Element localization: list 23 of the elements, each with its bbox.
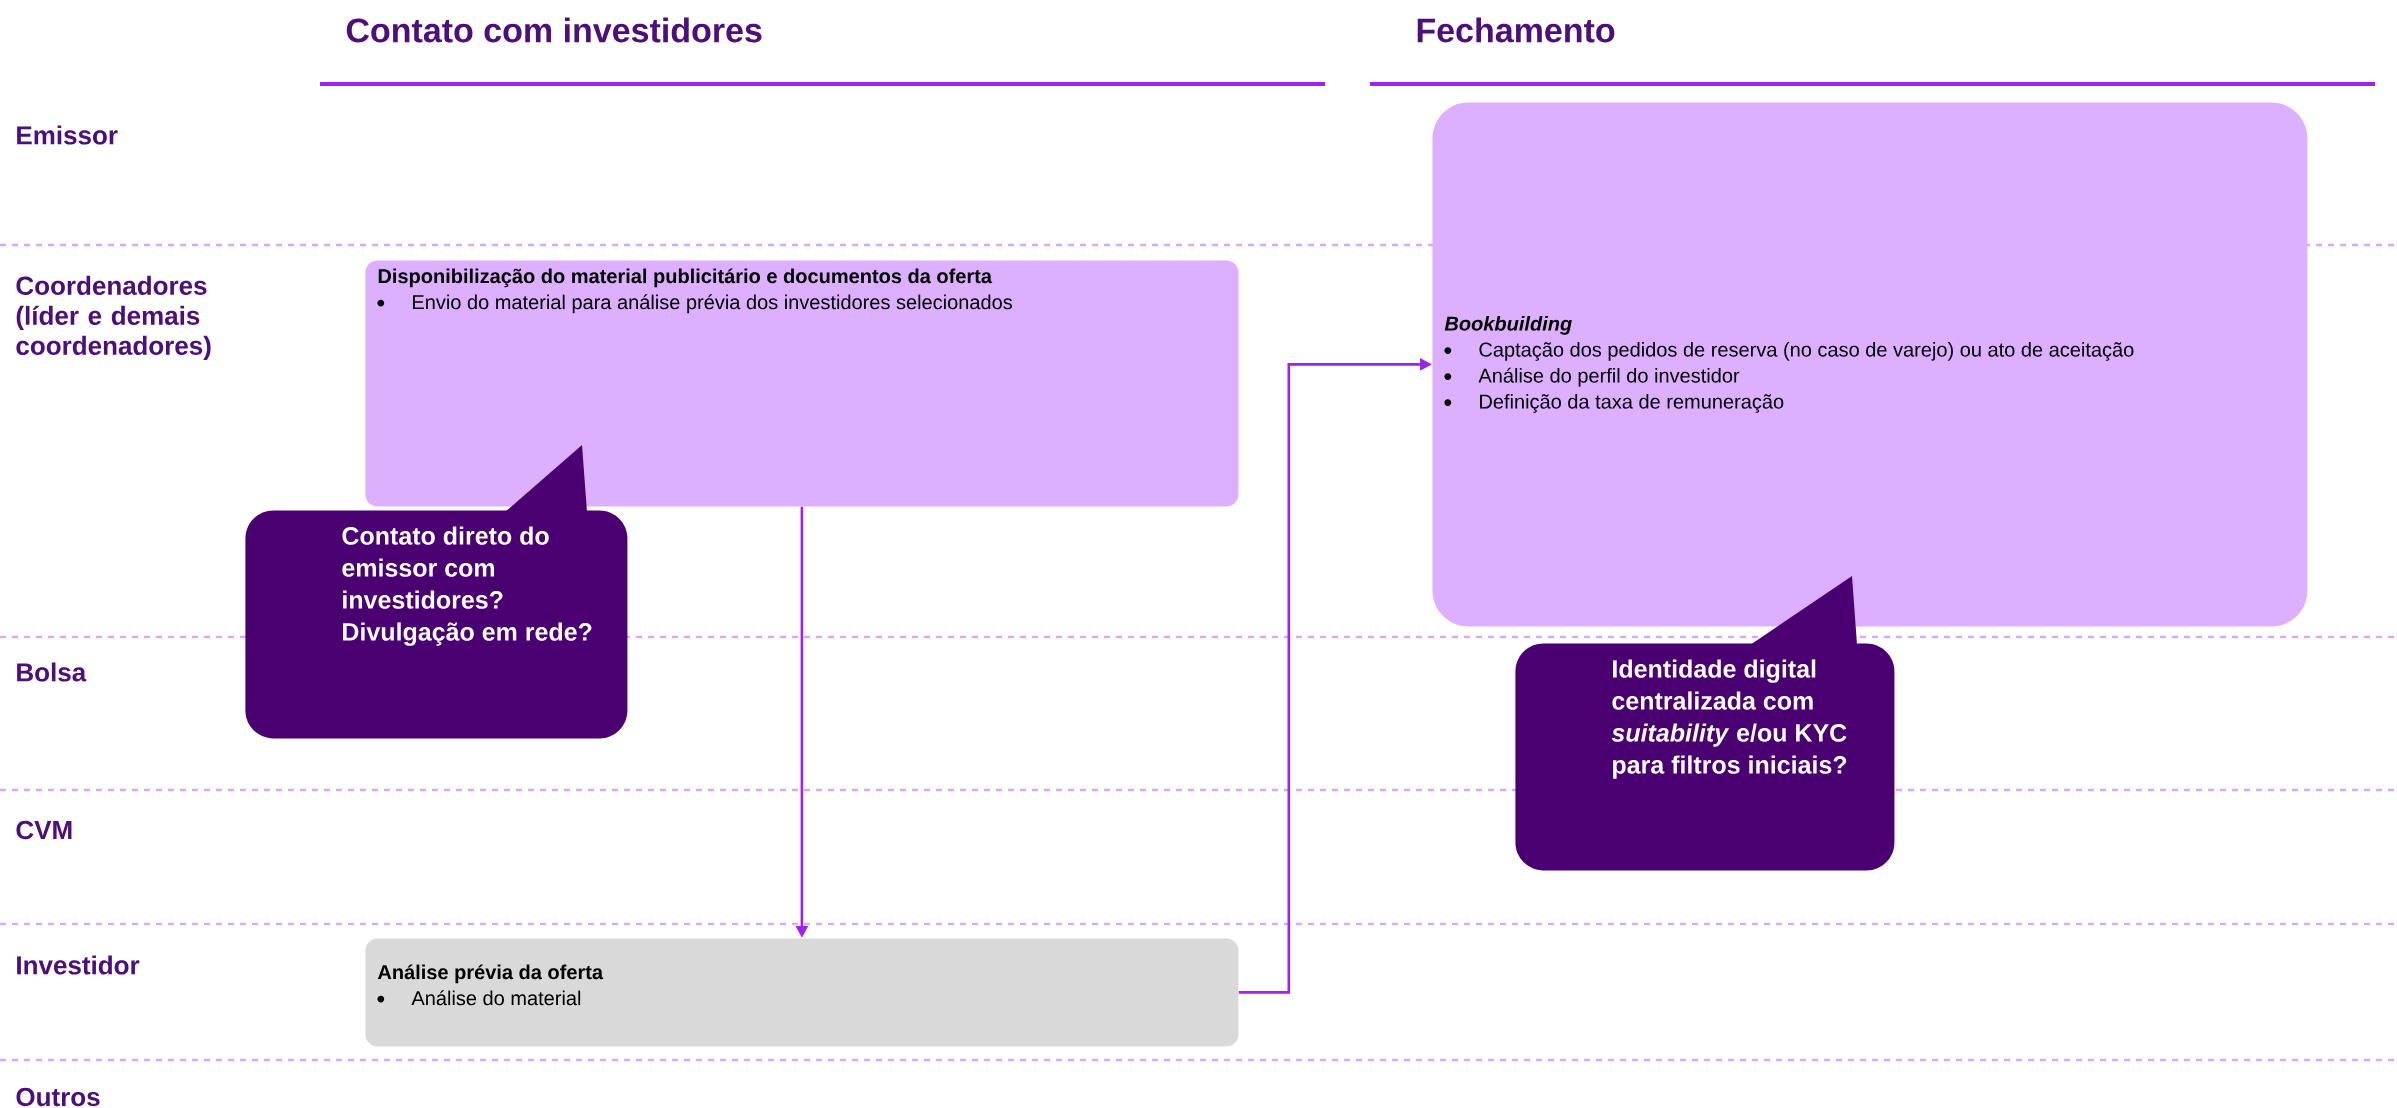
heading: Fechamento <box>1417 17 1615 43</box>
lane-label: Investidor <box>17 955 140 975</box>
callout-text: Identidade digital centralizada com suitability e/ou KYC para filtros iniciais? <box>1611 659 1847 779</box>
callout-bubble <box>245 445 628 739</box>
callout-text: Contato direto do emissor com investidores? Divulgação em rede? <box>342 526 592 646</box>
process-box <box>1432 102 2308 627</box>
box-heading: Análise prévia da oferta <box>377 964 604 984</box>
lane-label: Emissor <box>17 125 118 145</box>
bullet-item: Análise do material <box>377 990 581 1006</box>
heading: Contato com investidores <box>346 17 762 43</box>
box-heading: Bookbuilding <box>1444 316 1572 335</box>
lane-label: Outros <box>16 1087 100 1107</box>
process-box <box>365 260 1239 507</box>
bullet-item: Captação dos pedidos de reserva (no caso de varejo) ou ato de aceitação <box>1444 342 2134 361</box>
bullet-item: Análise do perfil do investidor <box>1444 367 1740 387</box>
callout-bubble <box>1515 576 1895 871</box>
process-box <box>365 938 1239 1047</box>
lane-label: CVM <box>16 820 72 840</box>
bullet-item: Definição da taxa de remuneração <box>1444 394 1784 413</box>
box-heading: Disponibilização do material publicitário e documentos da oferta <box>378 268 993 288</box>
lane-label: Bolsa <box>17 662 87 682</box>
bullet-item: Envio do material para análise prévia dos investidores selecionados <box>377 294 1012 314</box>
lane-label: Coordenadores (líder e demais coordenadores) <box>16 275 211 361</box>
